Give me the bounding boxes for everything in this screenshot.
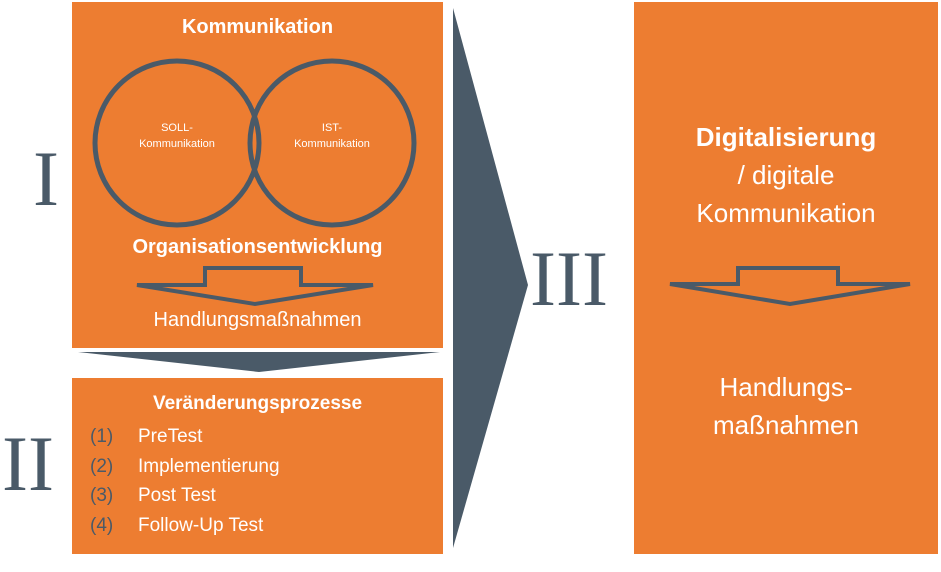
massnahmen: maßnahmen [713,410,859,440]
digitalisierung-title: Digitalisierung / digitale Kommunikation [634,118,938,232]
soll-line1: SOLL- [161,122,193,134]
soll-line2: Kommunikation [139,138,215,150]
veraenderungsprozesse-title: Veränderungsprozesse [152,393,363,414]
label-III: III [530,235,608,322]
arrow-down-outline-1 [136,266,374,307]
arrow-down-outline-3 [669,266,911,307]
organisationsentwicklung: Organisationsentwicklung [132,236,383,258]
soll-label: SOLL- Kommunikation [117,120,237,152]
label-I: I [33,135,59,222]
kommunikation-title: Kommunikation [181,16,334,38]
list-item: (1)PreTest [90,426,203,447]
list-item: (4)Follow-Up Test [90,514,264,536]
digitalisierung: Digitalisierung [695,122,877,152]
ist-line1: IST- [321,122,343,134]
big-arrow-right [453,8,528,548]
chevron-down [78,352,440,372]
circle-soll [92,58,262,228]
list-item: (3)Post Test [90,485,216,506]
box-digitalisierung [634,2,938,554]
handlungsmassnahmen-1: Handlungsmaßnahmen [153,309,362,331]
circle-ist [247,58,417,228]
list-item: (2)Implementierung [90,455,280,477]
digitale: / digitale [737,160,835,190]
kommunikation-digital: Kommunikation [696,198,876,228]
label-II: II [2,420,54,507]
ist-label: IST- Kommunikation [272,120,392,152]
handlungsmassnahmen-3: Handlungs- maßnahmen [634,368,938,444]
ist-line2: Kommunikation [294,138,370,150]
handlungs: Handlungs- [719,372,853,402]
box-veraenderungsprozesse [72,378,443,554]
process-list: (1)PreTest (2)Implementierung (3)Post Te… [90,422,280,540]
